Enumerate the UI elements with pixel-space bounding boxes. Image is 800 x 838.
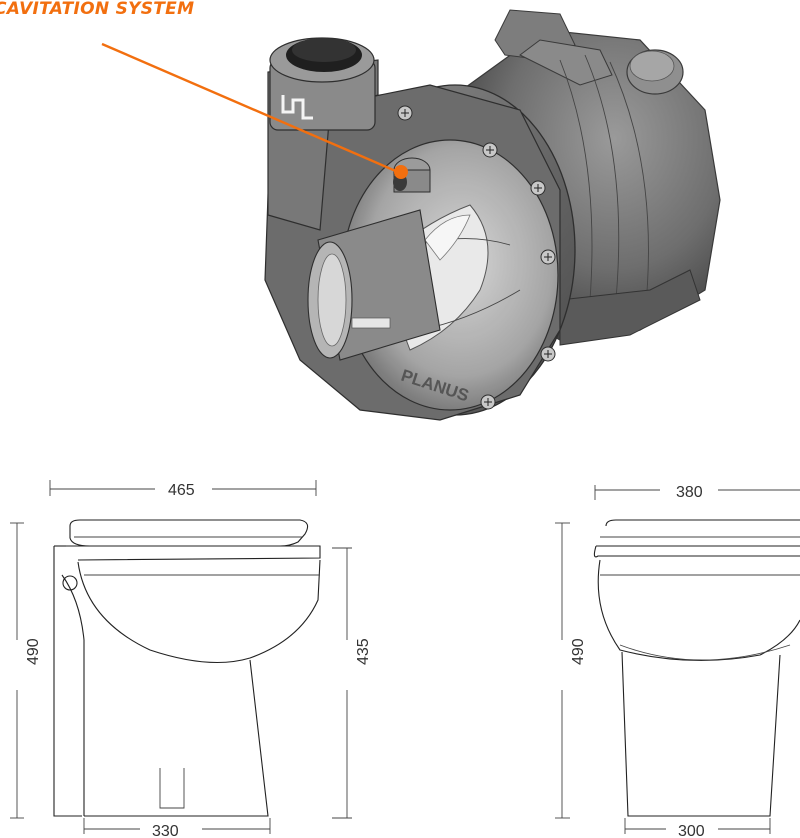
side-height-dimension: 490 [25,638,42,665]
side-base-dimension: 330 [152,823,179,838]
cavitation-system-caption: CAVITATION SYSTEM [0,0,195,19]
front-height-dimension: 490 [570,638,587,665]
macerator-pump-illustration: PLANUS [264,9,721,421]
toilet-front-view: 380 490 300 [555,484,800,838]
side-rim-height-dimension: 435 [355,638,372,665]
leader-endpoint-dot [394,165,408,179]
side-width-dimension: 465 [168,482,195,499]
toilet-side-view: 465 490 435 330 [10,480,372,838]
front-base-dimension: 300 [678,823,705,838]
caption-leader-line [101,42,399,174]
front-width-dimension: 380 [676,484,703,501]
